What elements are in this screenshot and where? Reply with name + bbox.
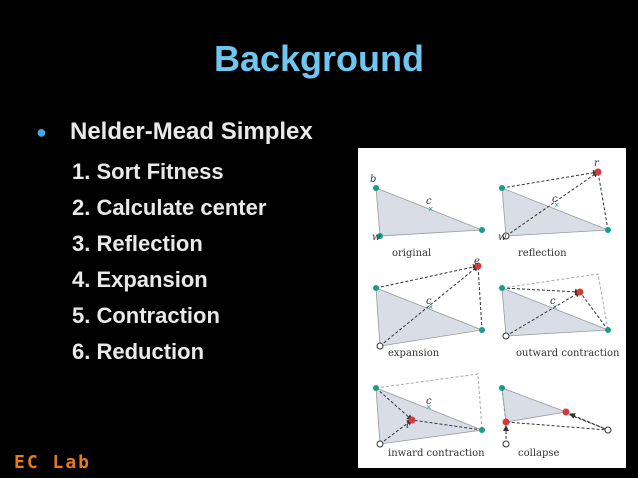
panel-label: inward contraction — [388, 448, 485, 459]
bullet-dot-icon: ● — [36, 121, 47, 142]
step-item: 6. Reduction — [72, 339, 205, 364]
vertex-point — [377, 233, 383, 239]
expanded-point — [474, 262, 482, 270]
vertex-point — [373, 285, 379, 291]
letter-c: c — [426, 296, 432, 307]
reflected-point — [594, 168, 602, 176]
simplex-triangle — [501, 387, 568, 423]
letter-w: w — [372, 232, 381, 243]
contracted-point — [408, 416, 416, 424]
vertex-point — [373, 385, 379, 391]
vertex-point — [605, 227, 611, 233]
letter-c: c — [550, 296, 556, 307]
letter-r: r — [594, 158, 600, 169]
panel-label: outward contraction — [516, 348, 620, 359]
step-item: 3. Reflection — [72, 231, 203, 256]
steps-list: 1. Sort Fitness 2. Calculate center 3. R… — [72, 156, 266, 372]
center-mark: × — [428, 204, 433, 214]
vertex-point — [499, 285, 505, 291]
contracted-point — [576, 288, 584, 296]
slide-title: Background — [213, 38, 425, 79]
vertex-point — [502, 440, 510, 448]
letter-c: c — [552, 194, 558, 205]
simplex-triangle — [375, 287, 484, 347]
panel-inward-contraction: × c i inward contraction — [373, 373, 485, 459]
letter-b: b — [370, 174, 376, 185]
panel-expansion: × c e expansion — [373, 256, 485, 359]
panel-collapse: collapse — [499, 385, 612, 459]
simplex-triangle — [501, 187, 609, 237]
panel-label: reflection — [518, 248, 567, 259]
vertex-point — [376, 342, 384, 350]
center-mark: × — [428, 302, 433, 312]
letter-c: c — [426, 196, 432, 207]
bullet-item: ● Nelder-Mead Simplex — [36, 118, 313, 146]
simplex-triangle — [375, 187, 483, 237]
vertex-point — [605, 327, 611, 333]
vertex-point — [604, 426, 612, 434]
panel-outward-contraction: × c outward contraction — [499, 273, 620, 359]
letter-w: w — [498, 232, 507, 243]
bullet-text: Nelder-Mead Simplex — [70, 118, 313, 145]
center-mark: × — [554, 200, 559, 210]
step-item: 1. Sort Fitness — [72, 159, 224, 184]
vertex-point — [479, 427, 485, 433]
letter-i: i — [406, 420, 409, 431]
panel-original: × b c w original — [370, 174, 485, 259]
vertex-point — [479, 327, 485, 333]
ec-lab-logo: EC Lab — [14, 452, 92, 473]
letter-e: e — [474, 256, 480, 267]
step-item: 5. Contraction — [72, 303, 220, 328]
center-mark: × — [552, 302, 557, 312]
vertex-point — [373, 185, 379, 191]
vertex-point — [479, 227, 485, 233]
panel-label: collapse — [518, 448, 560, 459]
vertex-point — [376, 440, 384, 448]
collapsed-point — [562, 408, 570, 416]
vertex-point — [499, 385, 505, 391]
simplex-figure: × b c w original × c r w reflection — [358, 148, 626, 468]
letter-c: c — [426, 396, 432, 407]
panel-label: expansion — [388, 348, 440, 359]
collapsed-point — [502, 418, 510, 426]
vertex-point — [502, 232, 510, 240]
vertex-point — [502, 332, 510, 340]
center-mark: × — [426, 402, 431, 412]
vertex-point — [499, 185, 505, 191]
panel-reflection: × c r w reflection — [498, 158, 611, 259]
step-item: 2. Calculate center — [72, 195, 267, 220]
step-item: 4. Expansion — [72, 267, 208, 292]
simplex-diagram: × b c w original × c r w reflection — [370, 158, 620, 459]
panel-label: original — [392, 248, 431, 259]
